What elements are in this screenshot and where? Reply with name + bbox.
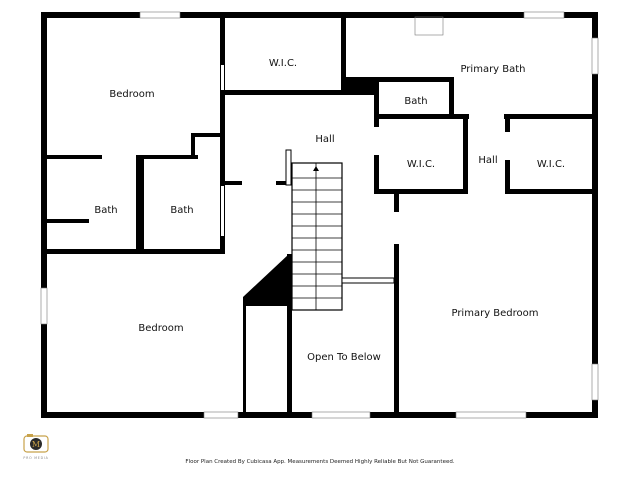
- wall-wic-right-south: [505, 189, 592, 194]
- door-bedroom-sw: [221, 186, 224, 236]
- window-north-primary-bath: [523, 11, 565, 19]
- door-hall-east: [469, 114, 504, 119]
- door-primary-bedroom: [394, 212, 399, 244]
- staircase: [285, 149, 395, 311]
- wall-bath-divider: [136, 155, 140, 253]
- wall-bath-left-top: [47, 155, 102, 159]
- windows: [40, 11, 599, 419]
- window-south-primary: [455, 411, 527, 419]
- wall-primary-bedroom-west: [394, 194, 399, 418]
- wall-hall-stub-right: [276, 181, 290, 185]
- wall-closet-west: [243, 297, 246, 418]
- wall-bedroom-east: [220, 12, 225, 184]
- wall-bath-left-stub: [47, 219, 89, 223]
- window-south-bedroom: [203, 411, 239, 419]
- wall-bath-west: [374, 77, 379, 119]
- room-label-bath-left: Bath: [94, 205, 117, 216]
- room-label-primary-bath: Primary Bath: [460, 64, 525, 75]
- window-south-open-below: [311, 411, 371, 419]
- stair-rail-top: [285, 149, 292, 186]
- room-labels: Bedroom W.I.C. Primary Bath Bath Hall W.…: [94, 58, 565, 363]
- wall-bath-top: [341, 77, 454, 82]
- door-openings: [102, 65, 510, 244]
- wall-wic-south: [220, 90, 346, 95]
- room-label-bedroom-nw: Bedroom: [109, 89, 154, 100]
- wall-bath-notch-top: [191, 133, 225, 137]
- room-label-hall-center: Hall: [315, 134, 334, 145]
- door-wic-right: [505, 132, 510, 160]
- svg-text:PRO MEDIA: PRO MEDIA: [23, 456, 48, 460]
- wall-hall-stub-left: [220, 181, 242, 185]
- door-wic-left: [374, 127, 379, 155]
- stair-landing-rail: [341, 277, 395, 284]
- window-east-upper: [591, 37, 599, 75]
- wall-bath-notch: [191, 133, 195, 159]
- stair-up-arrow-icon: [313, 166, 319, 171]
- pro-media-logo: M PRO MEDIA: [19, 433, 53, 461]
- stair-outline: [291, 162, 343, 311]
- outer-wall-north: [41, 12, 598, 18]
- room-label-bedroom-sw: Bedroom: [138, 323, 183, 334]
- room-label-wic-left-e: W.I.C.: [407, 159, 435, 170]
- room-label-bath-ne: Bath: [404, 96, 427, 107]
- room-label-open-to-below: Open To Below: [307, 352, 381, 363]
- room-label-wic-right-e: W.I.C.: [537, 159, 565, 170]
- wall-wic-left-east: [463, 114, 468, 194]
- wall-bath-east: [449, 77, 454, 117]
- room-label-hall-east: Hall: [478, 155, 497, 166]
- window-west: [40, 287, 48, 325]
- door-bath-left: [102, 155, 136, 159]
- window-north-bedroom: [139, 11, 181, 19]
- stair-treads: [292, 177, 342, 299]
- camera-logo-icon: M PRO MEDIA: [23, 434, 49, 460]
- wall-open-below-west: [287, 254, 292, 418]
- wall-bath-right-top: [136, 155, 198, 159]
- room-label-primary-bedroom: Primary Bedroom: [451, 308, 538, 319]
- outer-wall-west: [41, 12, 47, 418]
- wall-bath-divider-inner: [140, 155, 144, 253]
- wall-baths-south: [47, 249, 225, 254]
- svg-text:M: M: [32, 440, 40, 449]
- room-label-wic-north: W.I.C.: [269, 58, 297, 69]
- outer-wall-east: [592, 12, 598, 418]
- closet-outline-north: [414, 16, 444, 36]
- room-label-bath-right: Bath: [170, 205, 193, 216]
- wall-wic-east: [341, 12, 346, 95]
- wall-wic-left-south: [374, 189, 468, 194]
- door-hall: [242, 181, 276, 185]
- door-wic-north: [221, 65, 224, 90]
- stair-chase-fill: [243, 254, 289, 306]
- window-east-lower: [591, 363, 599, 401]
- footer-disclaimer: Floor Plan Created By Cubicasa App. Meas…: [185, 459, 455, 465]
